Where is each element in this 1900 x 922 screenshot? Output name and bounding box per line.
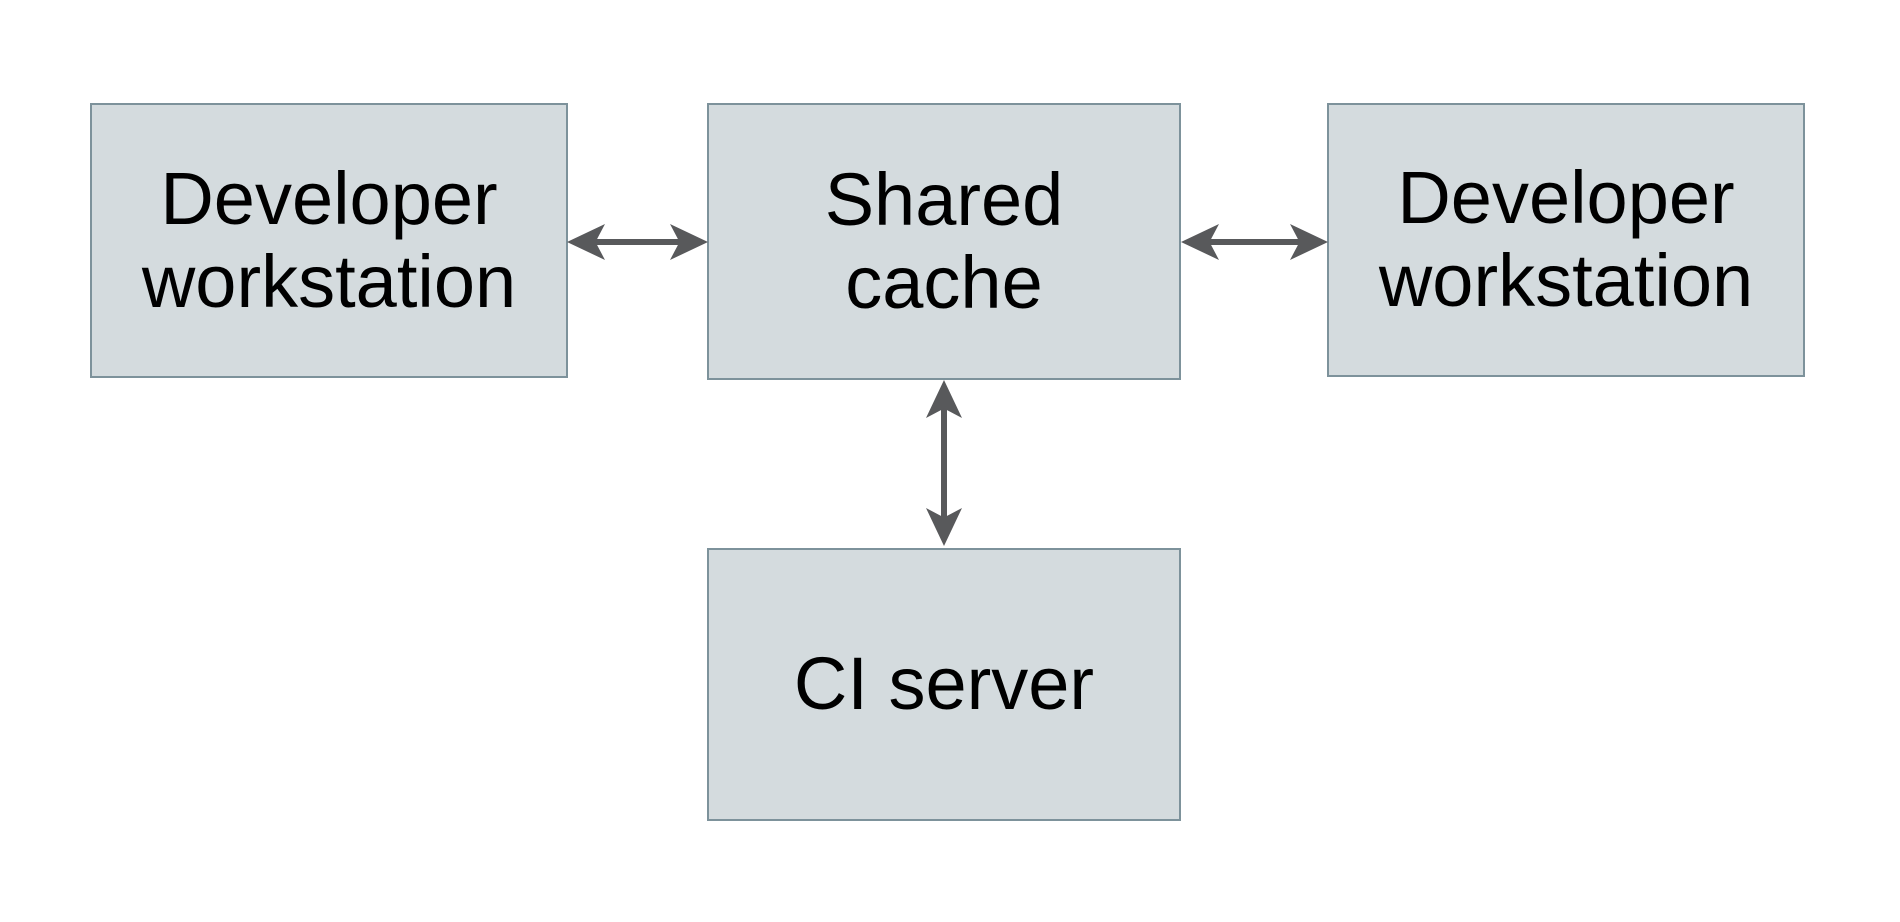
node-ci-server: CI server [707,548,1181,821]
node-label: Shared cache [824,157,1064,324]
node-label: Developer workstation [141,156,517,323]
bidirectional-arrow-icon-cache-to-ci-server [920,379,968,547]
node-developer-workstation-left: Developer workstation [90,103,568,378]
bidirectional-arrow-icon-left-workstation-to-cache [566,218,709,266]
node-label: CI server [793,642,1095,726]
node-developer-workstation-right: Developer workstation [1327,103,1805,377]
node-label: Developer workstation [1378,156,1754,322]
bidirectional-arrow-icon-cache-to-right-workstation [1180,218,1329,266]
node-shared-cache: Shared cache [707,103,1181,380]
